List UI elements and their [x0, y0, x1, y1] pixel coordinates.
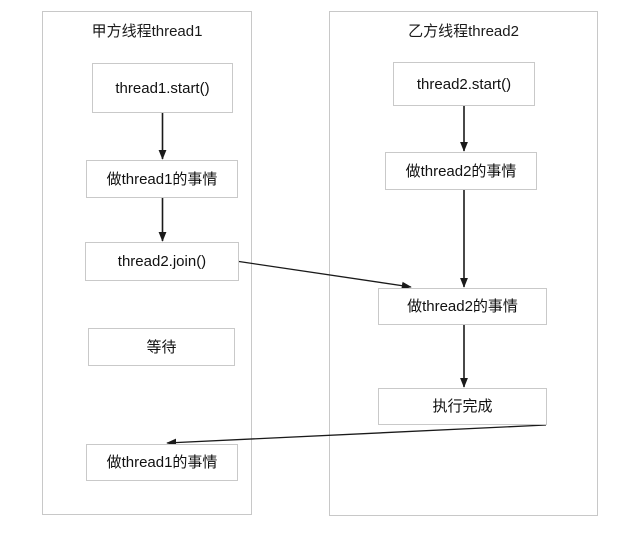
lane-thread2-title: 乙方线程thread2 [408, 23, 519, 40]
node-thread2-work-2[interactable]: 做thread2的事情 [378, 288, 547, 325]
node-thread1-work-2[interactable]: 做thread1的事情 [86, 444, 238, 481]
node-thread1-start[interactable]: thread1.start() [92, 63, 233, 113]
node-thread1-wait[interactable]: 等待 [88, 328, 235, 366]
node-thread2-done[interactable]: 执行完成 [378, 388, 547, 425]
node-thread1-work-1[interactable]: 做thread1的事情 [86, 160, 238, 198]
node-thread2-join[interactable]: thread2.join() [85, 242, 239, 281]
node-thread2-start[interactable]: thread2.start() [393, 62, 535, 106]
node-thread2-work-1[interactable]: 做thread2的事情 [385, 152, 537, 190]
lane-thread1-title: 甲方线程thread1 [91, 23, 203, 40]
